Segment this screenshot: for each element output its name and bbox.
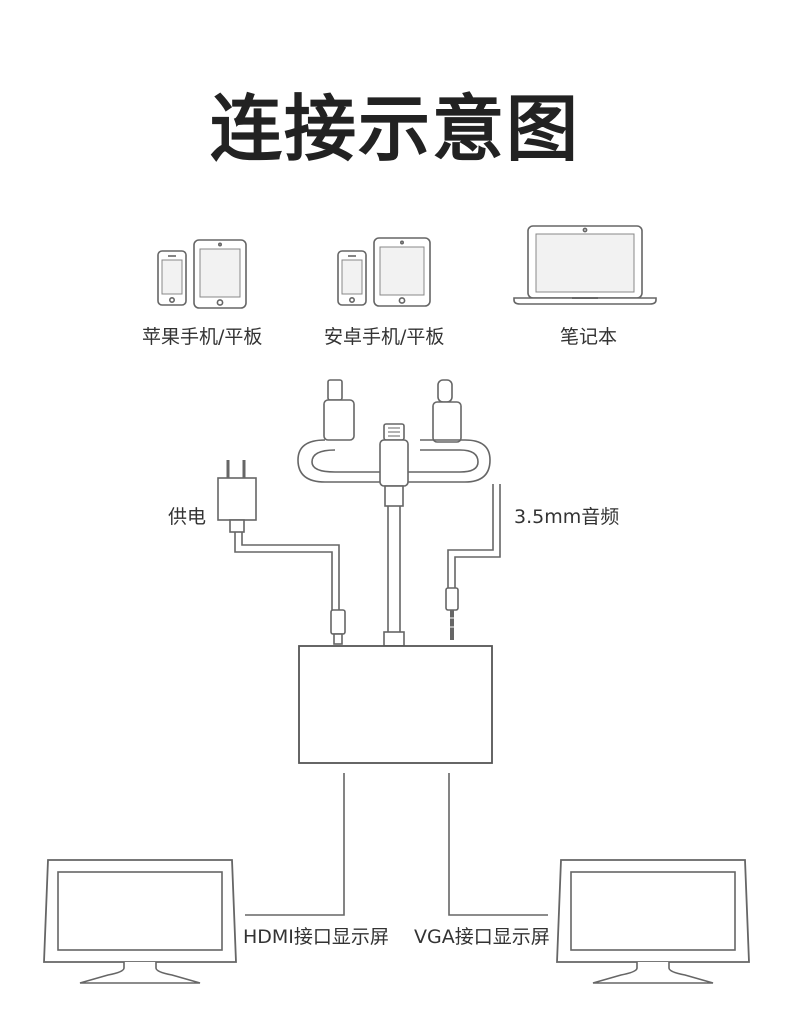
hdmi-line [245, 773, 345, 916]
laptop-icon [513, 225, 657, 305]
android-devices-icon [337, 237, 431, 307]
vga-output-label: VGA接口显示屏 [414, 926, 550, 948]
laptop-label: 笔记本 [560, 326, 618, 348]
audio-label: 3.5mm音频 [514, 506, 620, 528]
apple-devices-label: 苹果手机/平板 [142, 326, 263, 348]
hdmi-monitor-icon [43, 859, 237, 984]
apple-devices-icon [157, 239, 247, 309]
vga-monitor-icon [556, 859, 750, 984]
vga-line [448, 773, 548, 916]
audio-jack-icon [445, 484, 501, 640]
diagram-title: 连接示意图 [209, 87, 580, 171]
android-devices-label: 安卓手机/平板 [324, 326, 445, 348]
power-label: 供电 [168, 506, 207, 528]
multi-connector-cable-icon [297, 379, 491, 647]
power-plug-icon [217, 460, 346, 645]
adapter-box [298, 645, 493, 764]
hdmi-output-label: HDMI接口显示屏 [243, 926, 389, 948]
